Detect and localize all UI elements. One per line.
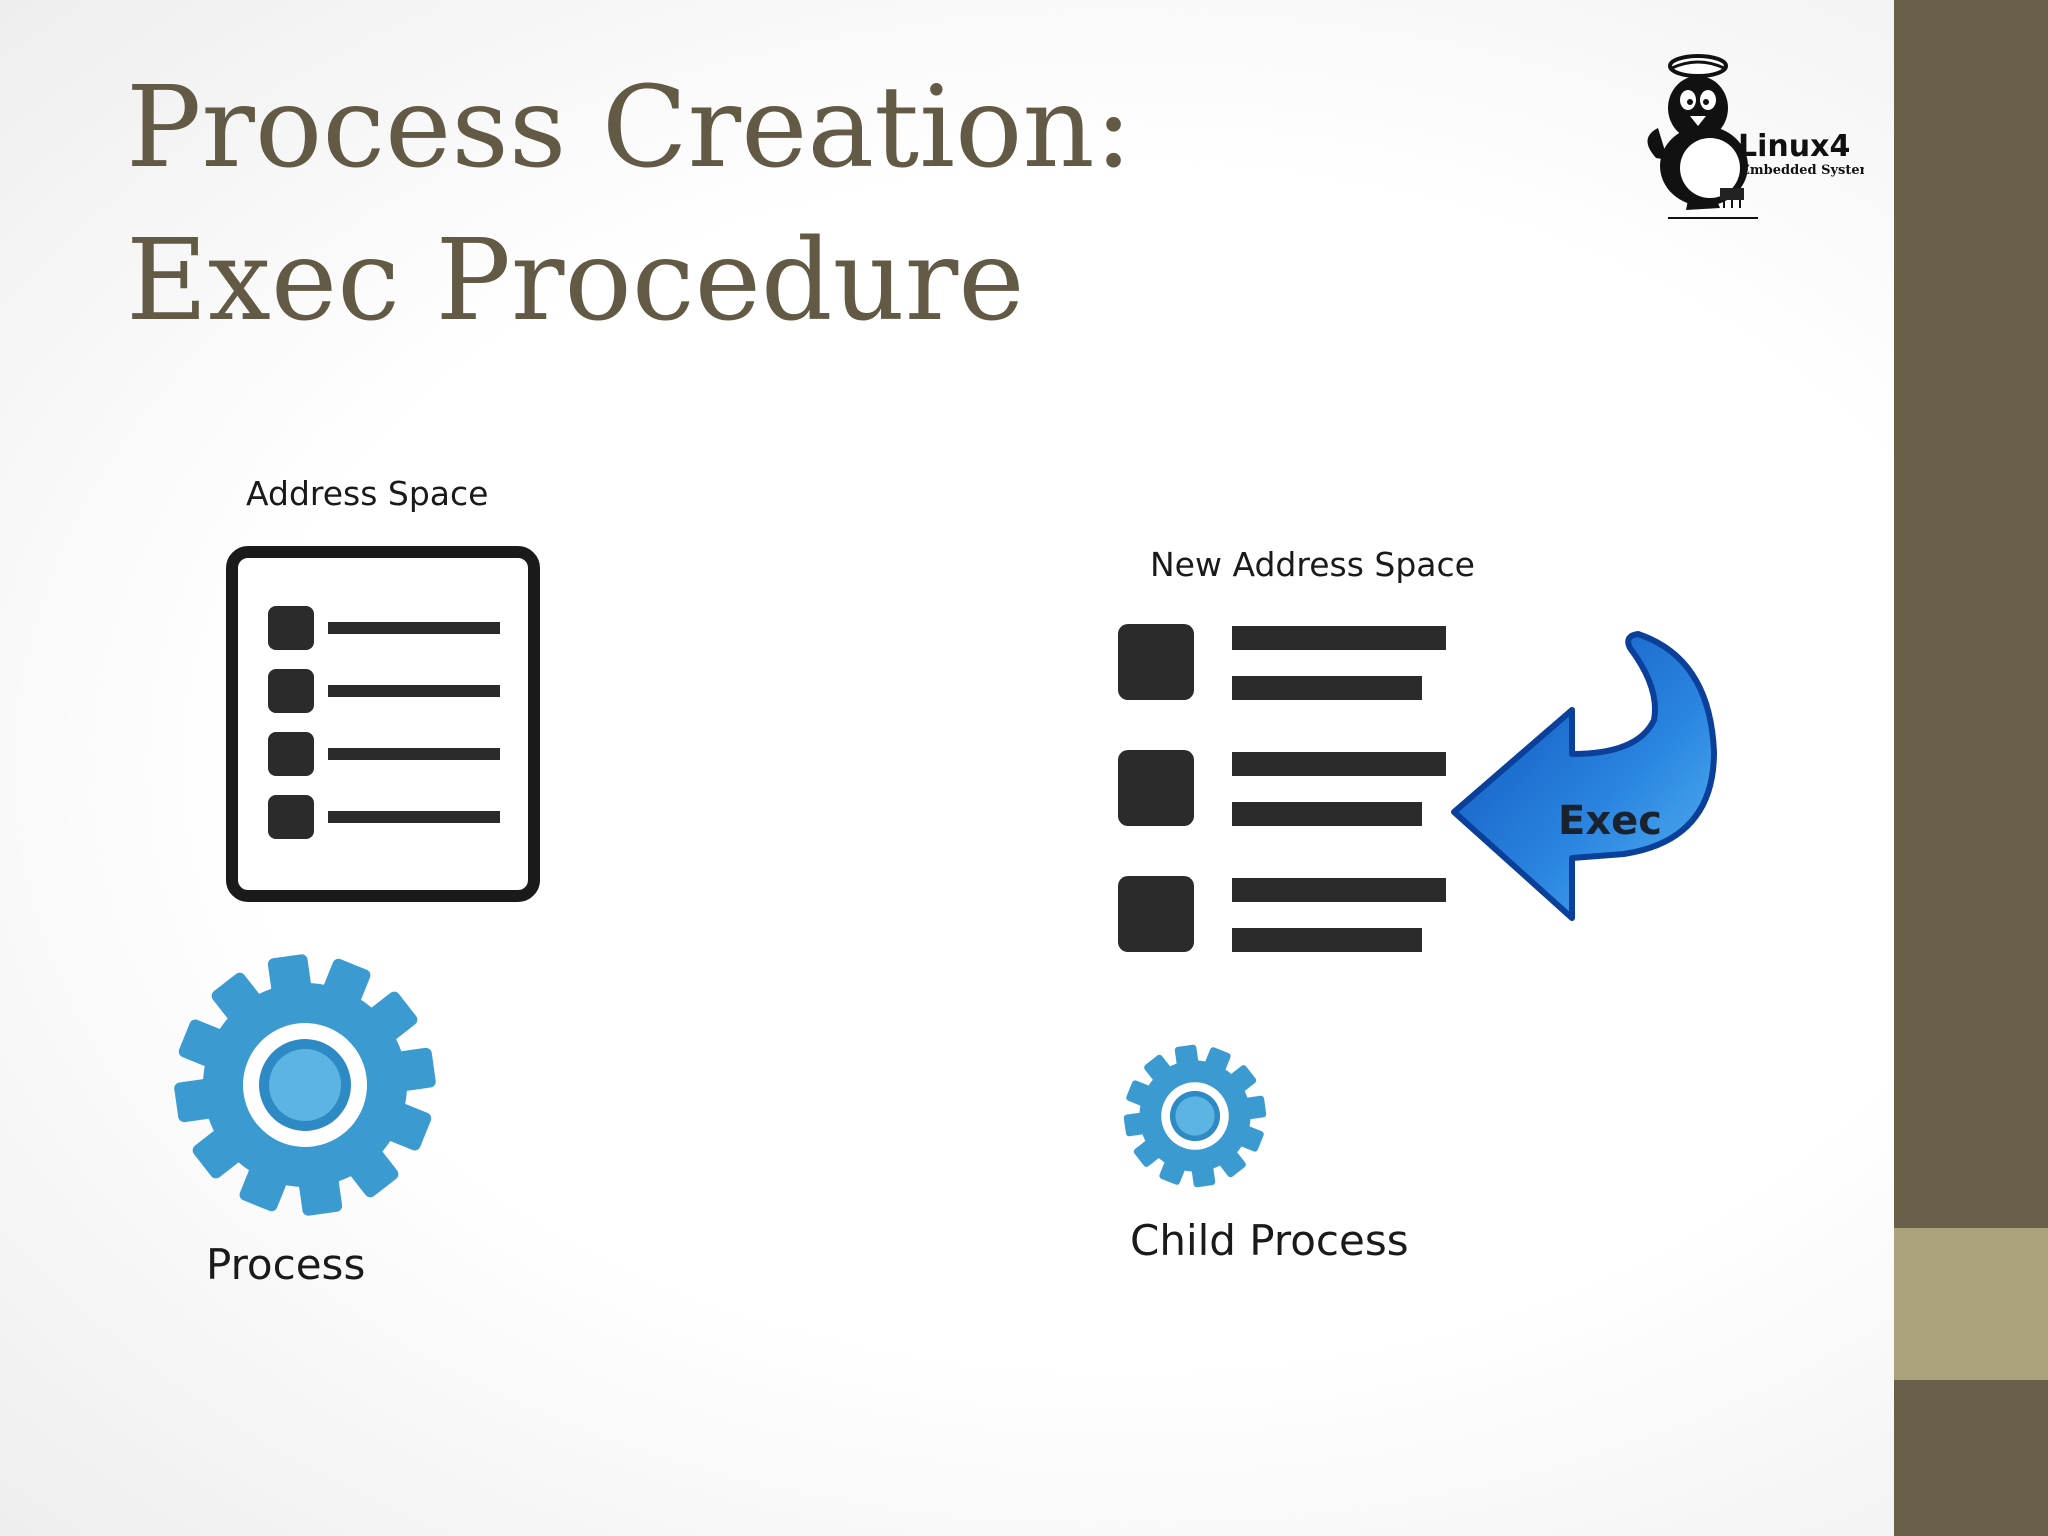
new-address-space-label: New Address Space bbox=[1150, 545, 1475, 584]
exec-arrow: Exec bbox=[1451, 631, 1717, 921]
title-line-1: Process Creation: bbox=[126, 63, 1133, 193]
title-line-2: Exec Procedure bbox=[126, 216, 1025, 346]
process-gear-icon bbox=[174, 954, 436, 1216]
address-space-list-icon bbox=[226, 546, 540, 902]
logo-word: Linux bbox=[1738, 129, 1829, 164]
address-space-label: Address Space bbox=[246, 474, 489, 513]
curved-arrow-icon bbox=[1451, 631, 1717, 921]
slide-title: Process Creation: Exec Procedure bbox=[126, 52, 1132, 358]
svg-text:Linux4: Linux4 bbox=[1738, 129, 1850, 164]
sidebar-accent bbox=[1894, 1228, 2048, 1380]
penguin-icon bbox=[1647, 54, 1758, 219]
child-process-gear-icon bbox=[1123, 1044, 1267, 1188]
new-address-space-list-icon bbox=[1118, 624, 1446, 952]
sidebar-band bbox=[1894, 0, 2048, 1536]
logo-number: 4 bbox=[1829, 129, 1850, 164]
child-process-label: Child Process bbox=[1130, 1216, 1409, 1265]
linux4-logo: Linux4 Embedded Systems bbox=[1647, 54, 1864, 219]
process-label: Process bbox=[206, 1240, 366, 1289]
logo-tagline: Embedded Systems bbox=[1740, 163, 1864, 178]
exec-label: Exec bbox=[1558, 798, 1662, 844]
